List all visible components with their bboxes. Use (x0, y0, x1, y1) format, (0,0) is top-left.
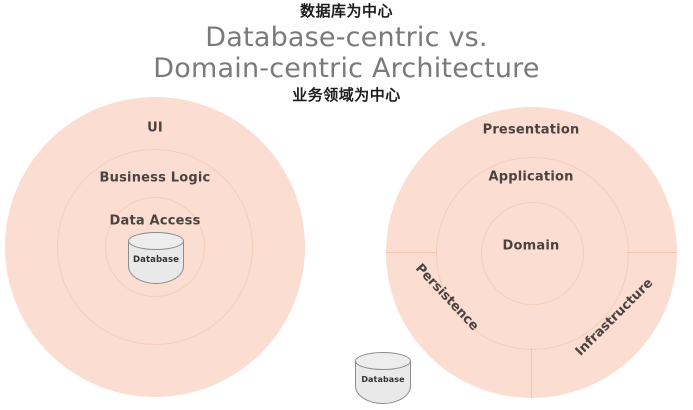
left-layer-label-ui: UI (147, 120, 163, 136)
right-database-label: Database (361, 375, 405, 384)
right-divider-bottom (531, 348, 532, 398)
left-ring-business-logic-outline (57, 149, 253, 345)
left-ring-data-access-outline (105, 197, 205, 297)
left-layer-label-business-logic: Business Logic (99, 170, 211, 186)
right-layer-label-application: Application (488, 169, 574, 185)
title-line-2: Domain-centric Architecture (153, 53, 540, 84)
cylinder-top (355, 352, 411, 370)
page-title: Database-centric vs. Domain-centric Arch… (0, 22, 693, 84)
right-divider-left (386, 252, 437, 253)
title-line-1: Database-centric vs. (205, 22, 488, 53)
right-layer-label-domain: Domain (502, 238, 560, 254)
right-database-cylinder: Database (355, 352, 411, 404)
cylinder-top (128, 232, 184, 250)
right-layer-label-presentation: Presentation (482, 122, 580, 138)
left-database-label: Database (132, 255, 180, 265)
left-database-cylinder: Database (128, 232, 184, 284)
chinese-subtitle-bottom: 业务领域为中心 (292, 86, 401, 104)
left-layer-label-data-access: Data Access (109, 213, 201, 229)
right-divider-right (626, 252, 677, 253)
right-ring-domain-outline (481, 202, 584, 305)
title-block: 数据库为中心 Database-centric vs. Domain-centr… (0, 0, 693, 105)
right-ring-application-outline (436, 157, 629, 350)
chinese-subtitle-top: 数据库为中心 (299, 2, 393, 20)
